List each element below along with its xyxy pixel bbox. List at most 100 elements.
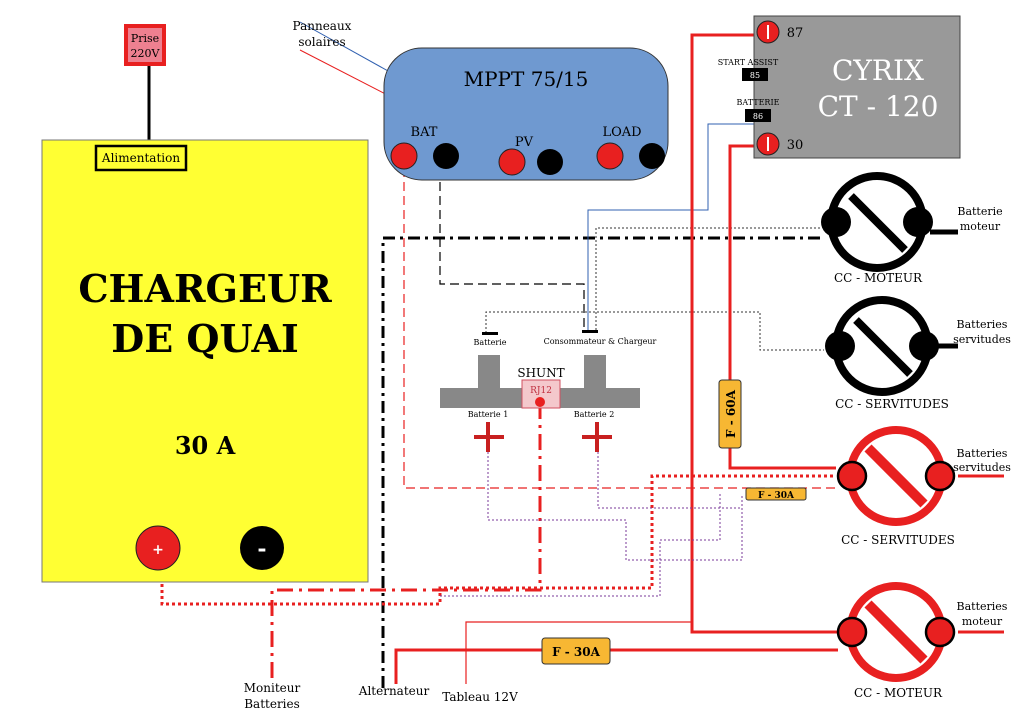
switch-top-servitudes-side2: servitudes bbox=[953, 333, 1011, 346]
panneaux-line2: solaires bbox=[298, 35, 345, 49]
fuse-30a: F - 30A bbox=[541, 637, 611, 665]
wire-cyrix-86 bbox=[587, 123, 756, 330]
prise-220v: Prise 220V bbox=[124, 24, 166, 66]
shunt-batterie2-label: Batterie 2 bbox=[574, 410, 615, 419]
wire-cyrix-87 bbox=[690, 33, 838, 634]
switch-red-moteur-right-terminal bbox=[924, 616, 956, 648]
switch-red-moteur: CC - MOTEUR Batteries moteur bbox=[836, 582, 1008, 700]
shunt-batterie2-plus bbox=[582, 422, 612, 452]
prise-line1: Prise bbox=[131, 32, 159, 45]
switch-top-moteur-side1: Batterie bbox=[957, 205, 1002, 218]
prise-line2: 220V bbox=[131, 47, 161, 60]
wire-purple-3 bbox=[440, 494, 721, 597]
shunt-batterie-label: Batterie bbox=[474, 338, 507, 347]
charger-negative-terminal bbox=[240, 526, 284, 570]
switch-top-moteur-bar bbox=[848, 193, 908, 253]
wire-alternator bbox=[394, 648, 838, 684]
moniteur-line2: Batteries bbox=[244, 697, 300, 711]
switch-red-servitudes-side2: servitudes bbox=[953, 461, 1011, 474]
wire-cyrix-30 bbox=[728, 144, 836, 470]
wire-mppt-positive bbox=[403, 168, 836, 489]
shunt-post-right bbox=[584, 355, 606, 391]
chargeur-de-quai: Alimentation CHARGEUR DE QUAI 30 A + - bbox=[41, 139, 369, 583]
shunt-batterie-terminal bbox=[482, 332, 498, 335]
mppt-controller: MPPT 75/15 BAT PV LOAD bbox=[383, 47, 669, 181]
fuse-30a-small-label: F - 30A bbox=[758, 491, 795, 501]
switch-red-servitudes-right-terminal bbox=[924, 460, 956, 492]
cyrix-pin85-box bbox=[742, 68, 768, 81]
fuse-60a: F - 60A bbox=[718, 379, 742, 449]
alimentation-box bbox=[94, 144, 188, 172]
switch-top-servitudes-left-terminal bbox=[825, 331, 855, 361]
cyrix-batterie-label: BATTERIE bbox=[737, 98, 780, 107]
switch-top-servitudes: CC - SERVITUDES Batteries servitudes bbox=[825, 296, 1011, 411]
wire-moniteur bbox=[270, 404, 542, 678]
switch-top-moteur-label: CC - MOTEUR bbox=[834, 271, 923, 285]
switch-top-moteur-left-terminal bbox=[821, 207, 851, 237]
wire-batt2 bbox=[597, 448, 742, 509]
switch-top-servitudes-bar bbox=[853, 317, 913, 377]
cyrix-pin86: 86 bbox=[753, 112, 763, 121]
cyrix-box bbox=[753, 15, 961, 159]
wire-mppt-negative bbox=[439, 168, 585, 330]
panneaux-line1: Panneaux bbox=[293, 19, 352, 33]
wire-consumer-1 bbox=[595, 227, 820, 330]
fuse-30a-small-body bbox=[745, 487, 807, 501]
fuse-30a-label: F - 30A bbox=[552, 645, 601, 659]
shunt-consommateur-label: Consommateur & Chargeur bbox=[544, 337, 657, 346]
alternateur-label: Alternateur bbox=[358, 684, 430, 698]
switch-red-moteur-side1: Batteries bbox=[957, 600, 1008, 613]
charger-minus-sign: - bbox=[257, 536, 266, 562]
switch-red-moteur-label: CC - MOTEUR bbox=[854, 686, 943, 700]
mppt-pv-negative bbox=[537, 149, 563, 175]
cyrix-pin87: 87 bbox=[787, 26, 804, 41]
cyrix-line1: CYRIX bbox=[832, 54, 924, 87]
switch-top-servitudes-label: CC - SERVITUDES bbox=[835, 397, 949, 411]
mppt-bat-negative bbox=[433, 143, 459, 169]
shunt: Batterie Consommateur & Chargeur SHUNT R… bbox=[440, 330, 657, 452]
mppt-pv-label: PV bbox=[515, 135, 534, 150]
shunt-post-left bbox=[478, 355, 500, 391]
fuse-30a-small: F - 30A bbox=[745, 487, 807, 501]
switch-red-servitudes-side1: Batteries bbox=[957, 447, 1008, 460]
charger-positive-terminal bbox=[135, 525, 181, 571]
chargeur-title-line1: CHARGEUR bbox=[78, 266, 332, 311]
mppt-title: MPPT 75/15 bbox=[464, 67, 589, 91]
mppt-load-label: LOAD bbox=[602, 125, 641, 140]
switch-top-servitudes-right-terminal bbox=[909, 331, 939, 361]
cyrix-line2: CT - 120 bbox=[818, 90, 939, 123]
shunt-rj12-port bbox=[535, 397, 545, 407]
wire-alternator-ground bbox=[381, 236, 820, 688]
mppt-pv-positive bbox=[498, 148, 526, 176]
wire-tableau bbox=[465, 621, 692, 684]
shunt-title: SHUNT bbox=[517, 366, 564, 380]
chargeur-box bbox=[41, 139, 369, 583]
alimentation-label: Alimentation bbox=[101, 151, 180, 165]
cyrix-ct120: CYRIX CT - 120 START ASSIST 85 BATTERIE … bbox=[718, 15, 961, 159]
mppt-bat-label: BAT bbox=[411, 125, 438, 140]
wires bbox=[147, 21, 1004, 688]
mppt-load-positive bbox=[596, 142, 624, 170]
charger-plus-sign: + bbox=[152, 542, 164, 558]
switch-red-servitudes: CC - SERVITUDES Batteries servitudes bbox=[836, 426, 1011, 547]
fuse-60a-label: F - 60A bbox=[724, 389, 738, 438]
shunt-rj12-label: RJ12 bbox=[530, 386, 552, 396]
tableau-label: Tableau 12V bbox=[442, 690, 518, 704]
switch-red-servitudes-left-terminal bbox=[836, 460, 868, 492]
fuse-30a-body bbox=[541, 637, 611, 665]
wire-batt1 bbox=[487, 448, 743, 561]
switch-red-moteur-side2: moteur bbox=[962, 615, 1003, 628]
cyrix-start-assist-label: START ASSIST bbox=[718, 58, 779, 67]
switch-top-moteur: CC - MOTEUR Batterie moteur bbox=[821, 172, 1003, 285]
cyrix-pin85: 85 bbox=[750, 71, 760, 80]
wire-consumer-2 bbox=[485, 311, 824, 351]
switch-top-moteur-right-terminal bbox=[903, 207, 933, 237]
chargeur-amps: 30 A bbox=[175, 431, 236, 460]
switch-top-servitudes-side1: Batteries bbox=[957, 318, 1008, 331]
switch-top-moteur-side2: moteur bbox=[960, 220, 1001, 233]
wire-charger-positive bbox=[160, 474, 836, 606]
shunt-consommateur-terminal bbox=[582, 330, 598, 333]
fuse-60a-body bbox=[718, 379, 742, 449]
chargeur-title-line2: DE QUAI bbox=[111, 316, 298, 361]
